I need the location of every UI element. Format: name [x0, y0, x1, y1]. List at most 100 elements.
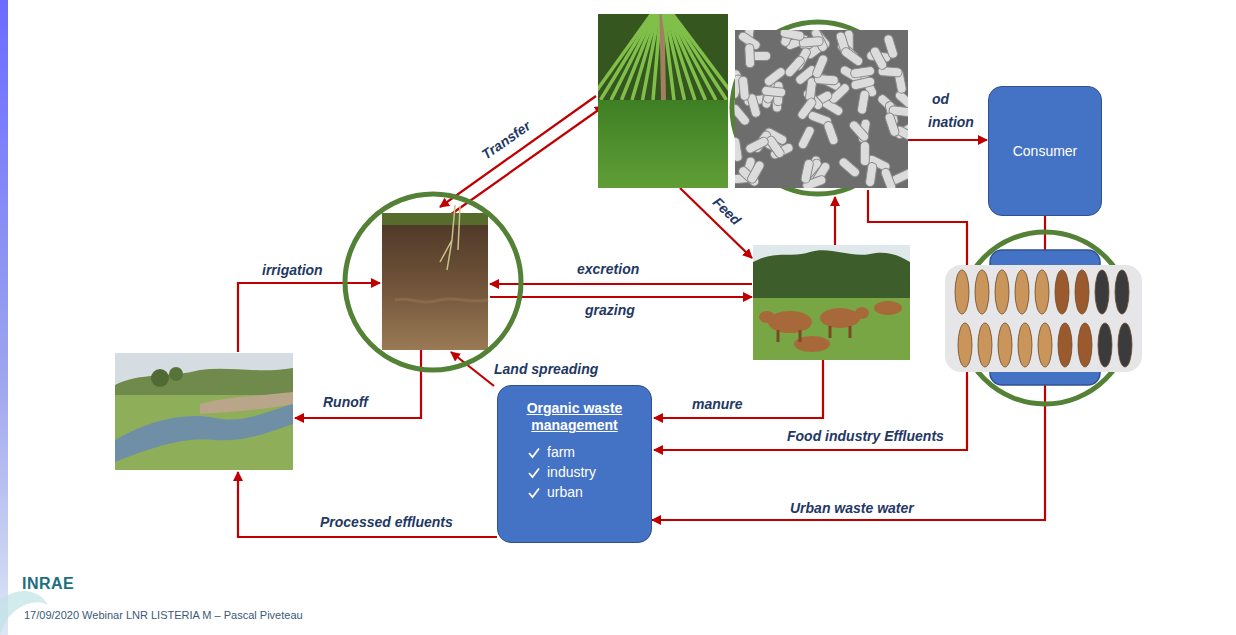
bacterium-rod [880, 167, 897, 188]
crop-row [662, 14, 664, 100]
feed-arrow [680, 188, 752, 258]
bacterium-rod [869, 45, 888, 70]
logo-text: INRAE [22, 575, 74, 593]
larva [1095, 270, 1109, 314]
bacterium-rod [800, 159, 814, 184]
check-mark [528, 487, 540, 499]
river-photo [115, 353, 293, 470]
larvae-photo [945, 265, 1142, 372]
consumer-box: Consumer [988, 86, 1102, 216]
crop-row [653, 14, 661, 100]
transfer-down-arrow [440, 96, 596, 207]
bacterium-rod [850, 76, 875, 90]
larva [1015, 270, 1029, 314]
field-photo [590, 14, 737, 188]
box-heading: Organic waste management [510, 400, 639, 434]
bacterium-rod [738, 76, 749, 101]
larva [1018, 323, 1032, 367]
larva [1118, 323, 1132, 367]
side-bar [0, 0, 8, 635]
flow-label: Runoff [323, 394, 368, 410]
flow-label: manure [692, 396, 743, 412]
flow-label: excretion [577, 261, 639, 277]
bullet-row: industry [528, 464, 639, 481]
larva [998, 323, 1012, 367]
check-mark [528, 467, 540, 479]
larva [1038, 323, 1052, 367]
crop-row [670, 14, 717, 100]
cattle-to-bacteria-arrow [834, 197, 836, 245]
larva [1075, 270, 1089, 314]
check-mark [528, 447, 540, 459]
larva [1115, 270, 1129, 314]
bacterium-rod [840, 46, 865, 67]
larva [975, 270, 989, 314]
bacterium-rod [837, 156, 861, 179]
bacterium-rod [744, 136, 769, 155]
contamination-arrow [908, 139, 987, 141]
bacterium-rod [850, 66, 875, 78]
highlight-circle [345, 194, 521, 370]
bacterium-rod [883, 34, 899, 60]
check-stroke [529, 468, 539, 477]
transfer-up-arrow [450, 106, 604, 215]
bacterium-rod [783, 55, 806, 79]
bacterium-rod [761, 86, 786, 97]
waste-management-box: Organic waste management farm industry urba… [497, 385, 652, 543]
flow-label: Transfer [479, 117, 534, 162]
manure-arrow [654, 360, 823, 418]
larva [978, 323, 992, 367]
crop-row [671, 14, 727, 100]
flow-label: Processed effluents [320, 514, 453, 530]
bacterium-rod [735, 103, 751, 127]
flow-label: irrigation [262, 262, 323, 278]
bacterium-rod [745, 44, 755, 68]
list-item: industry [547, 464, 596, 481]
bacterium-rod [860, 142, 869, 166]
check-stroke [529, 488, 539, 497]
larva [1078, 323, 1092, 367]
footer-note: 17/09/2020 Webinar LNR LISTERIA M – Pasc… [24, 609, 303, 621]
bacterium-rod [848, 119, 871, 143]
runoff-arrow [295, 350, 421, 418]
flow-label: grazing [585, 302, 635, 318]
bacterium-rod [857, 90, 870, 115]
flow-label: Land spreading [494, 361, 598, 377]
bacterium-rod [796, 96, 818, 121]
bacterium-rod [746, 159, 766, 184]
bullet-row: urban [528, 484, 639, 501]
box-label: Consumer [1013, 143, 1078, 159]
bacterium-rod [765, 134, 786, 159]
bacterium-rod [811, 54, 829, 80]
list-item: urban [547, 484, 583, 501]
larva [1098, 323, 1112, 367]
larva [955, 270, 969, 314]
effluents-arrow [654, 190, 967, 450]
larva [1058, 323, 1072, 367]
bullet-row: farm [528, 444, 639, 461]
bacterium-rod [780, 30, 805, 41]
larva [995, 270, 1009, 314]
bacterium-rod [797, 125, 816, 150]
connector-label: Urban waste water [790, 500, 914, 516]
grazing-arrow [490, 296, 752, 298]
processed-arrow [238, 472, 497, 537]
crop-row [611, 14, 655, 100]
excretion-arrow [490, 283, 752, 285]
crop-row [673, 14, 729, 100]
check-stroke [529, 448, 539, 457]
larva [1035, 270, 1049, 314]
larva [958, 323, 972, 367]
bacteria-photo [729, 21, 919, 193]
flow-label: ination [928, 114, 974, 130]
larva [1055, 270, 1069, 314]
bacterium-rod [884, 112, 900, 138]
bacterium-rod [823, 120, 840, 146]
flow-label: Food industry Effluents [787, 428, 944, 444]
bacterium-rod [735, 137, 743, 162]
list-item: farm [547, 444, 575, 461]
bacterium-rod [865, 162, 877, 187]
cattle-photo [753, 245, 910, 360]
irrigation-arrow [238, 283, 380, 352]
